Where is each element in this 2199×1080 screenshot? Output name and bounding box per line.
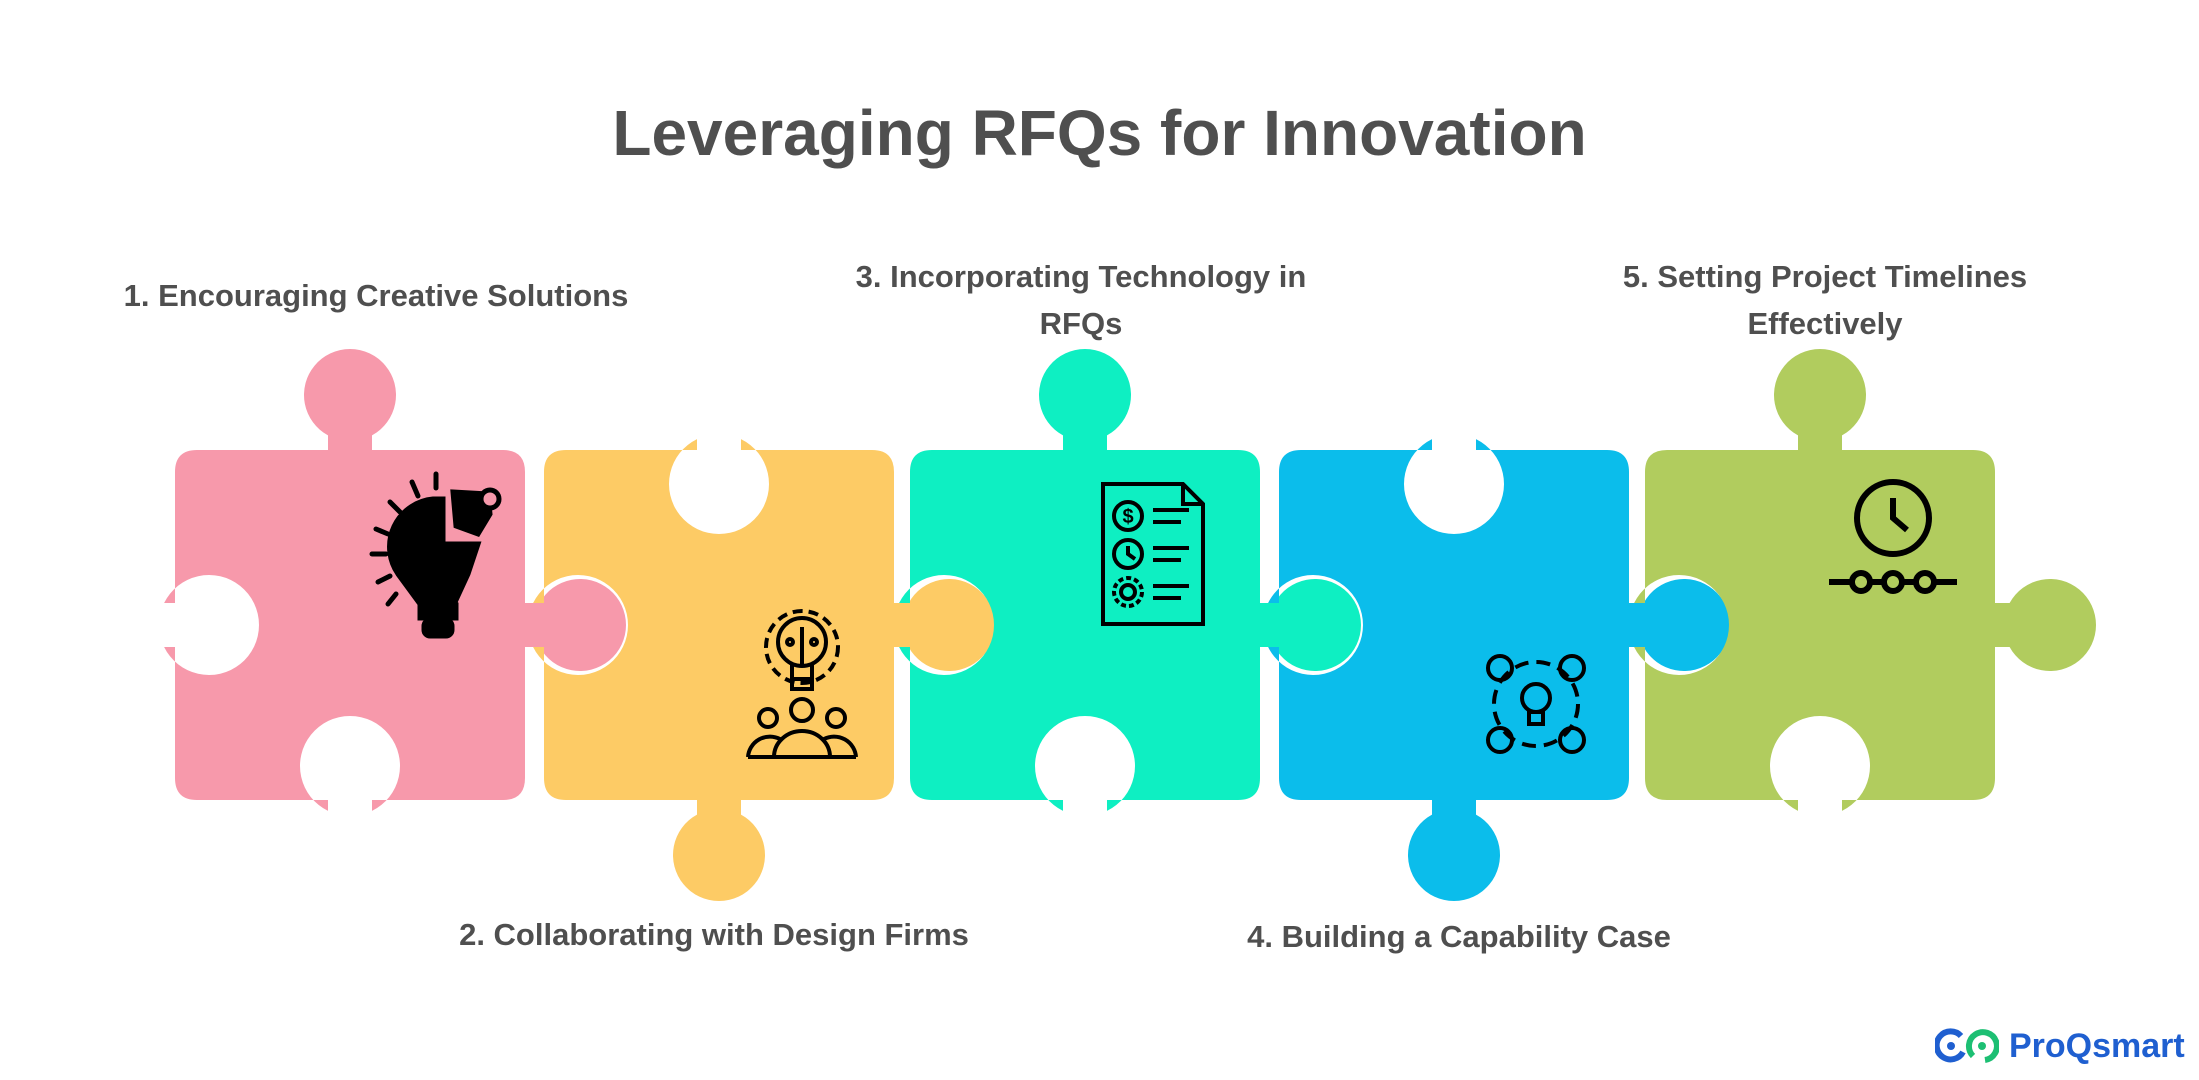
puzzle-piece-2 [533,439,996,901]
step-2-label: 2. Collaborating with Design Firms [459,917,969,952]
step-3-label-line2: RFQs [1039,306,1123,341]
proqsmart-logo: ProQsmart [1935,1026,2185,1066]
proqsmart-logo-icon [1935,1028,1999,1063]
step-3-label: 3. Incorporating Technology in RFQs [856,253,1307,347]
network-bulb-icon [1486,654,1586,754]
clock-timeline-icon [1829,479,1957,594]
gear-bulb-team-icon [746,609,858,759]
page-title: Leveraging RFQs for Innovation [612,97,1587,169]
step-4-label: 4. Building a Capability Case [1247,919,1671,954]
step-5-label: 5. Setting Project Timelines Effectively [1623,253,2027,347]
step-5-label-line2: Effectively [1747,306,1903,341]
step-5-label-line1: 5. Setting Project Timelines [1622,259,2028,294]
document-checklist-icon: $ [1101,482,1205,626]
puzzle-piece-1 [164,349,627,811]
step-3-label-line1: 3. Incorporating Technology in [855,259,1307,294]
puzzle-piece-4 [1268,439,1730,901]
step-1-label: 1. Encouraging Creative Solutions [123,278,629,313]
svg-text:$: $ [1122,506,1133,528]
brand-name: ProQsmart [2009,1026,2185,1065]
lightbulb-puzzle-icon [369,471,502,639]
